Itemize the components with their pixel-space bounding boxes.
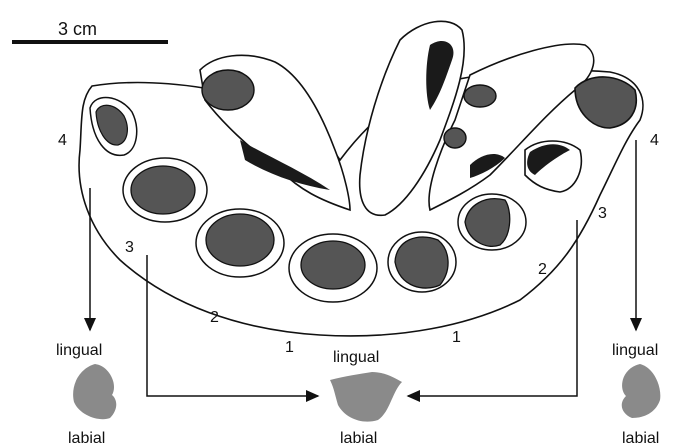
socket-upper-1 — [202, 70, 254, 110]
label-right-3: 3 — [598, 205, 607, 222]
socket-upper-2 — [464, 85, 496, 107]
left-lingual-label: lingual — [56, 342, 102, 359]
label-right-4: 4 — [650, 132, 659, 149]
label-bottom-1-left: 1 — [285, 339, 294, 356]
label-left-3: 3 — [125, 239, 134, 256]
label-bottom-1-right: 1 — [452, 329, 461, 346]
tooth-2-left — [206, 214, 274, 266]
label-right-2: 2 — [538, 261, 547, 278]
center-labial-label: labial — [340, 430, 377, 447]
socket-upper-3 — [444, 128, 466, 148]
center-cross-section — [330, 372, 402, 422]
right-lingual-label: lingual — [612, 342, 658, 359]
right-labial-label: labial — [622, 430, 659, 447]
right-cross-section — [622, 364, 661, 418]
tooth-3-left — [131, 166, 195, 214]
left-cross-section — [73, 364, 116, 419]
label-left-4: 4 — [58, 132, 67, 149]
tooth-1-left — [301, 241, 365, 289]
label-left-2: 2 — [210, 309, 219, 326]
center-lingual-label: lingual — [333, 349, 379, 366]
left-labial-label: labial — [68, 430, 105, 447]
scale-bar-label: 3 cm — [58, 19, 97, 39]
